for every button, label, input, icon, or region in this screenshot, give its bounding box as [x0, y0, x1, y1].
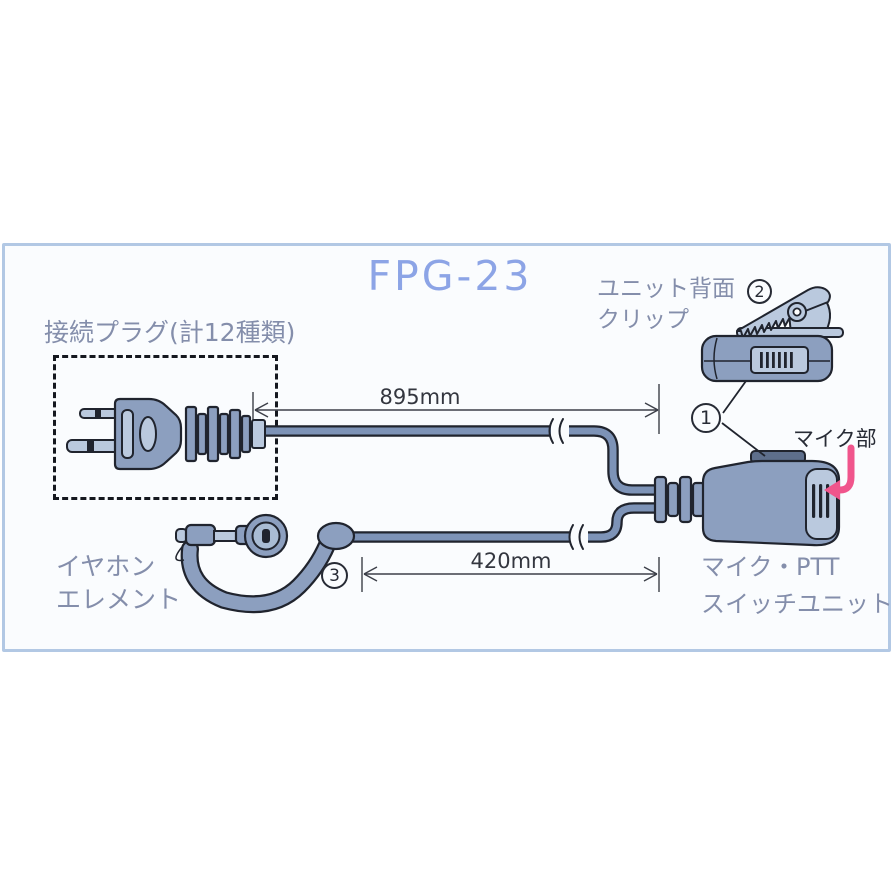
label-ptt-unit-line1: マイク・PTT	[701, 553, 840, 581]
earphone-drawing	[175, 513, 356, 614]
alligator-clip-icon	[736, 286, 844, 339]
dimension-label-420mm: 420mm	[470, 549, 552, 573]
connection-plug-drawing	[66, 397, 266, 471]
callout-badge-2: 2	[747, 279, 772, 304]
rear-unit-drawing	[700, 286, 844, 383]
callout-badge-1: 1	[691, 403, 721, 433]
cable-strain-relief	[316, 521, 356, 551]
label-earphone-line2: エレメント	[56, 585, 182, 614]
label-earphone-line1: イヤホン	[56, 552, 156, 581]
mic-pointer-arrow-icon	[824, 444, 855, 500]
label-mic-section: マイク部	[793, 427, 877, 451]
plug-cable	[262, 418, 660, 496]
label-unit-rear-clip-line2: クリップ	[597, 307, 689, 333]
ear-hook	[182, 538, 334, 611]
dimension-lines	[252, 384, 660, 592]
label-unit-rear-clip: ユニット背面 クリップ	[597, 274, 735, 336]
label-connection-plug: 接続プラグ(計12種類)	[44, 318, 296, 347]
label-unit-rear-clip-line1: ユニット背面	[597, 276, 735, 302]
cable-break-icon	[568, 524, 584, 550]
label-earphone-element: イヤホン エレメント	[56, 550, 181, 616]
plug-pin-large	[66, 439, 123, 453]
callout-badge-3: 3	[321, 562, 348, 589]
ptt-unit-drawing	[653, 450, 841, 547]
page-title: FPG-23	[367, 252, 533, 300]
label-ptt-unit-line2: スイッチユニット	[701, 590, 893, 618]
cable-break-icon	[548, 418, 564, 444]
dimension-label-895mm: 895mm	[379, 385, 461, 409]
earphone-cable	[348, 502, 660, 550]
label-ptt-unit: マイク・PTT スイッチユニット	[701, 549, 893, 623]
callout-1-lines	[721, 380, 766, 457]
